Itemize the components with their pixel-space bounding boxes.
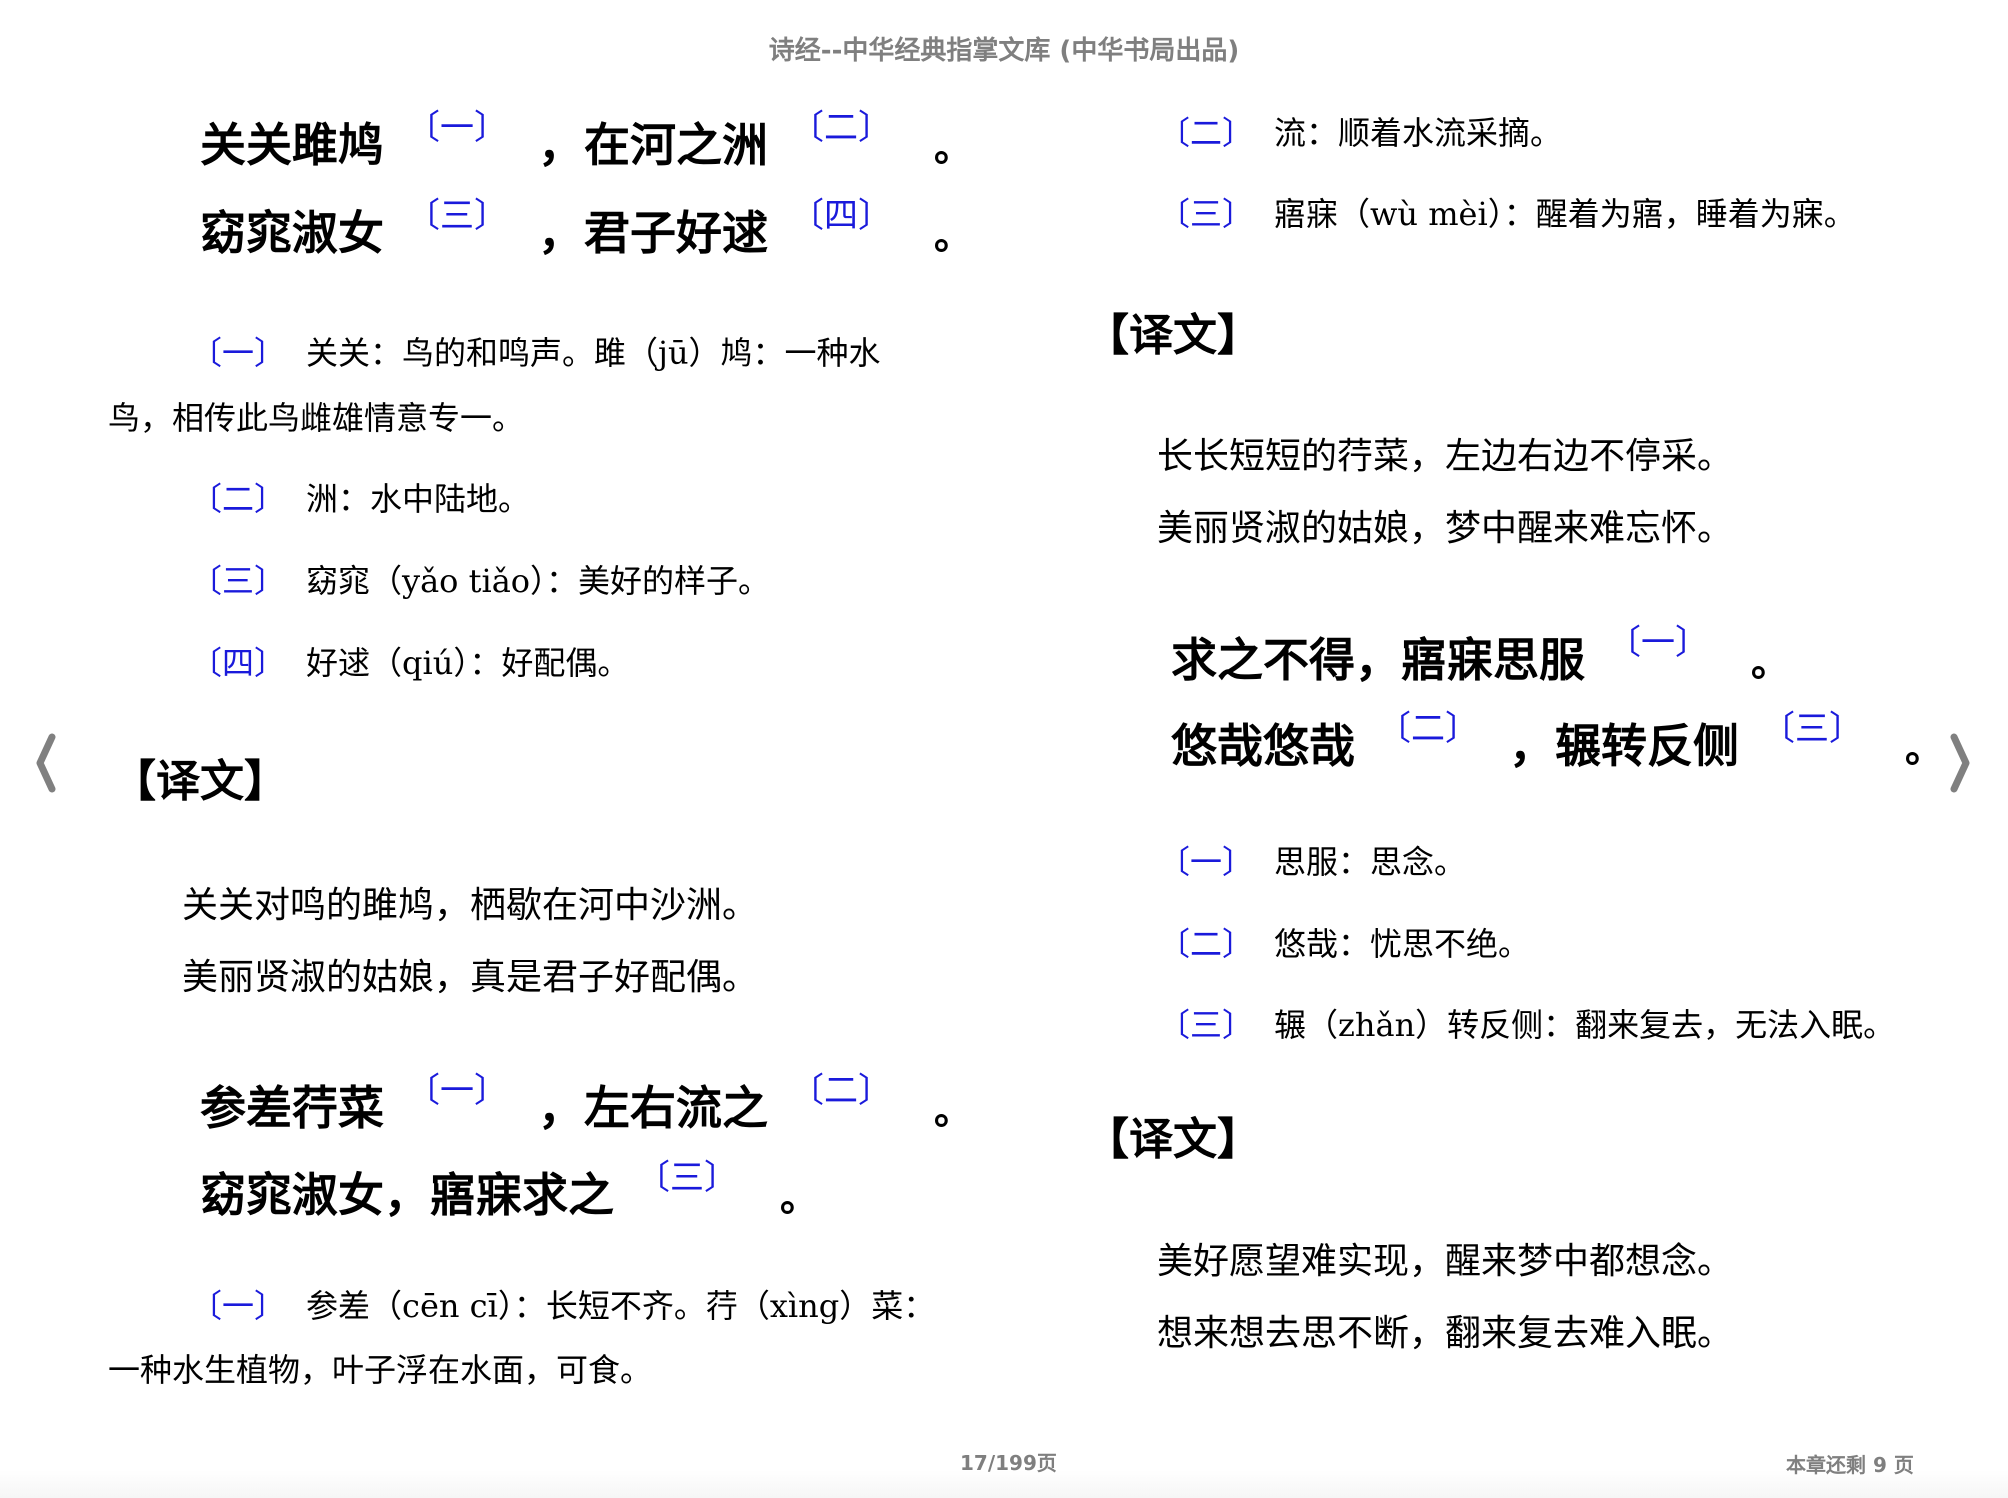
footnote-number: 〔二〕: [190, 480, 287, 518]
footnote-text: 悠哉：忧思不绝。: [1274, 925, 1531, 963]
verse-line: 求之不得，寤寐思服〔一〕 。: [1171, 626, 1790, 687]
section-heading-translation: 【译文】: [1085, 310, 1261, 361]
footnote-link[interactable]: 〔二〕: [790, 1071, 892, 1111]
footnote: 〔一〕参差（cēn cī）：长短不齐。荇（xìng）菜：: [190, 1290, 935, 1322]
footnote-link[interactable]: 〔二〕: [790, 108, 892, 148]
footnote: 〔三〕寤寐（wù mèi）：醒着为寤，睡着为寐。: [1158, 198, 1856, 230]
footnote-link[interactable]: 〔一〕: [1607, 623, 1709, 663]
footnote-text: 流：顺着水流采摘。: [1274, 114, 1563, 152]
footnote-text: 洲：水中陆地。: [306, 480, 531, 518]
verse-text: 关关雎鸠: [200, 118, 384, 172]
footnote-text: 寤寐（wù mèi）：醒着为寤，睡着为寐。: [1274, 195, 1856, 233]
translation-line: 美丽贤淑的姑娘，梦中醒来难忘怀。: [1157, 508, 1734, 549]
verse-text: 君子好逑: [584, 206, 768, 260]
section-heading-translation: 【译文】: [1085, 1114, 1261, 1165]
page-indicator: 17/199页: [960, 1451, 1057, 1475]
footnote-number: 〔四〕: [190, 644, 287, 682]
next-page-button[interactable]: [1946, 733, 1976, 793]
verse-line: 参差荇菜〔一〕 ，左右流之〔二〕 。: [200, 1074, 973, 1135]
verse-line: 悠哉悠哉〔二〕 ，辗转反侧〔三〕 。: [1171, 712, 1944, 773]
footnote-text: 参差（cēn cī）：长短不齐。荇（xìng）菜：: [306, 1287, 936, 1325]
chevron-left-icon: [36, 733, 56, 793]
translation-line: 长长短短的荇菜，左边右边不停采。: [1157, 436, 1734, 477]
footnote-continuation: 鸟，相传此鸟雌雄情意专一。: [108, 399, 525, 437]
book-title: 诗经--中华经典指掌文库 (中华书局出品): [768, 36, 1240, 66]
verse-punct: 。: [934, 125, 973, 170]
footnote-number: 〔一〕: [190, 1287, 287, 1325]
translation-line: 美丽贤淑的姑娘，真是君子好配偶。: [182, 957, 759, 998]
previous-page-button[interactable]: [30, 733, 60, 793]
footnote-text: 窈窕（yǎo tiǎo）：美好的样子。: [306, 562, 771, 600]
verse-punct: 。: [934, 1088, 973, 1133]
footnote: 〔二〕洲：水中陆地。: [190, 483, 530, 515]
verse-text: 窈窕淑女: [200, 206, 384, 260]
footnote-link[interactable]: 〔一〕: [406, 1071, 508, 1111]
footnote-number: 〔三〕: [190, 562, 287, 600]
footnote-number: 〔一〕: [1158, 843, 1255, 881]
verse-punct: ，: [538, 118, 584, 172]
footnote-link[interactable]: 〔三〕: [1761, 709, 1863, 749]
verse-punct: ，: [538, 1081, 584, 1135]
verse-punct: 。: [1751, 640, 1790, 685]
footnote-text: 思服：思念。: [1274, 843, 1467, 881]
footnote-continuation: 一种水生植物，叶子浮在水面，可食。: [108, 1351, 653, 1389]
footnote-text: 辗（zhǎn）转反侧：翻来复去，无法入眠。: [1274, 1006, 1896, 1044]
verse-text: 求之不得，寤寐思服: [1171, 633, 1585, 687]
footnote-link[interactable]: 〔四〕: [790, 196, 892, 236]
verse-text: 在河之洲: [584, 118, 768, 172]
footnote-link[interactable]: 〔三〕: [636, 1158, 738, 1198]
footnote-link[interactable]: 〔二〕: [1377, 709, 1479, 749]
verse-punct: ，: [1509, 719, 1555, 773]
translation-line: 关关对鸣的雎鸠，栖歇在河中沙洲。: [182, 885, 759, 926]
verse-line: 关关雎鸠〔一〕 ，在河之洲〔二〕 。: [200, 111, 973, 172]
footnote-number: 〔二〕: [1158, 114, 1255, 152]
verse-punct: 。: [934, 213, 973, 258]
verse-line: 窈窕淑女，寤寐求之〔三〕 。: [200, 1161, 819, 1222]
footnote: 〔四〕好逑（qiú）：好配偶。: [190, 647, 629, 679]
verse-text: 窈窕淑女，寤寐求之: [200, 1168, 614, 1222]
verse-punct: ，: [538, 206, 584, 260]
verse-punct: 。: [780, 1175, 819, 1220]
footnote: 〔二〕流：顺着水流采摘。: [1158, 117, 1562, 149]
translation-line: 美好愿望难实现，醒来梦中都想念。: [1157, 1241, 1734, 1282]
translation-line: 想来想去思不断，翻来复去难入眠。: [1157, 1313, 1734, 1354]
footnote-number: 〔三〕: [1158, 195, 1255, 233]
footnote: 〔二〕悠哉：忧思不绝。: [1158, 928, 1530, 960]
verse-line: 窈窕淑女〔三〕 ，君子好逑〔四〕 。: [200, 199, 973, 260]
verse-text: 辗转反侧: [1555, 719, 1739, 773]
section-heading-translation: 【译文】: [112, 756, 288, 807]
footnote-text: 好逑（qiú）：好配偶。: [306, 644, 630, 682]
footnote: 〔一〕关关：鸟的和鸣声。雎（jū）鸠：一种水: [190, 337, 881, 369]
footnote-text: 关关：鸟的和鸣声。雎（jū）鸠：一种水: [306, 334, 881, 372]
verse-text: 悠哉悠哉: [1171, 719, 1355, 773]
footnote-number: 〔一〕: [190, 334, 287, 372]
footnote: 〔三〕窈窕（yǎo tiǎo）：美好的样子。: [190, 565, 770, 597]
footnote-link[interactable]: 〔一〕: [406, 108, 508, 148]
verse-text: 参差荇菜: [200, 1081, 384, 1135]
footer-bar: [0, 1470, 2008, 1498]
footnote: 〔一〕思服：思念。: [1158, 846, 1466, 878]
chevron-right-icon: [1950, 733, 1970, 793]
footnote-link[interactable]: 〔三〕: [406, 196, 508, 236]
chapter-remaining-pages: 本章还剩 9 页: [1786, 1453, 1914, 1477]
verse-text: 左右流之: [584, 1081, 768, 1135]
footnote-number: 〔二〕: [1158, 925, 1255, 963]
verse-punct: 。: [1905, 726, 1944, 771]
footnote-number: 〔三〕: [1158, 1006, 1255, 1044]
footnote: 〔三〕辗（zhǎn）转反侧：翻来复去，无法入眠。: [1158, 1009, 1895, 1041]
